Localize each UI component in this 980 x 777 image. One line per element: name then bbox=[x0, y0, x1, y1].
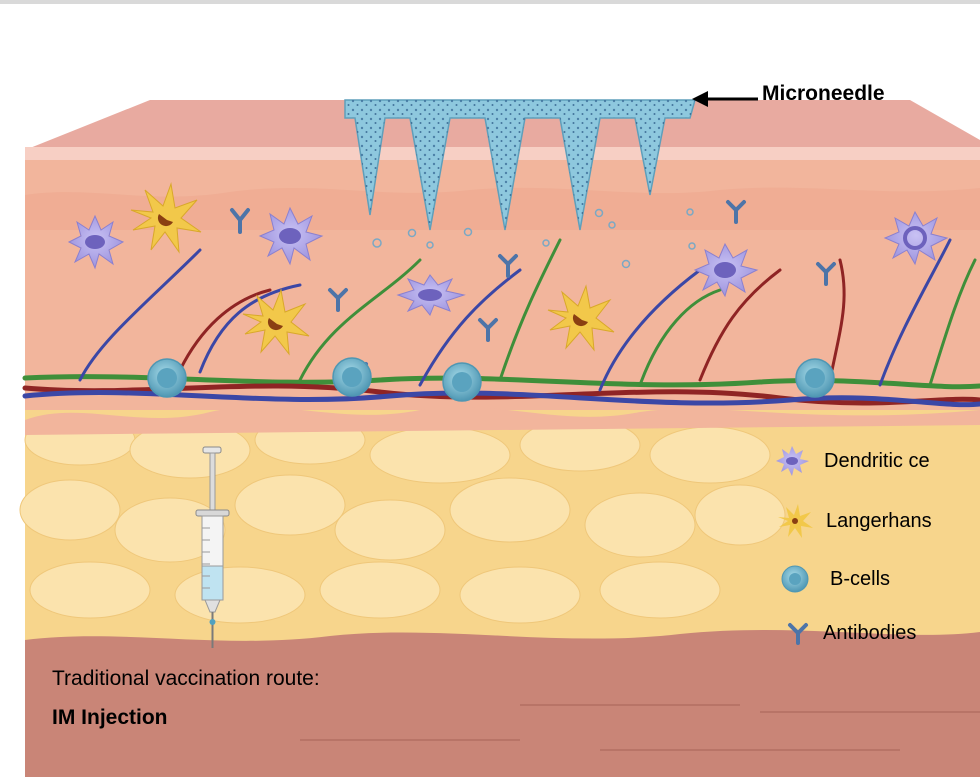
legend: Dendritic ce Langerhans B-cells Antibodi… bbox=[770, 446, 980, 656]
legend-label-bcells: B-cells bbox=[830, 568, 890, 591]
injection-caption: Traditional vaccination route: bbox=[52, 667, 320, 691]
microneedle-label: Microneedle bbox=[762, 82, 885, 106]
legend-item-dendritic: Dendritic ce bbox=[770, 450, 980, 480]
legend-item-bcells: B-cells bbox=[770, 568, 980, 598]
injection-route-label: IM Injection bbox=[52, 706, 168, 730]
legend-item-antibodies: Antibodies bbox=[770, 622, 980, 652]
fat-lobules bbox=[20, 415, 785, 623]
legend-label-antibodies: Antibodies bbox=[823, 622, 916, 645]
legend-item-langerhans: Langerhans bbox=[770, 510, 980, 540]
legend-label-langerhans: Langerhans bbox=[826, 510, 932, 533]
legend-label-dendritic: Dendritic ce bbox=[824, 450, 930, 473]
